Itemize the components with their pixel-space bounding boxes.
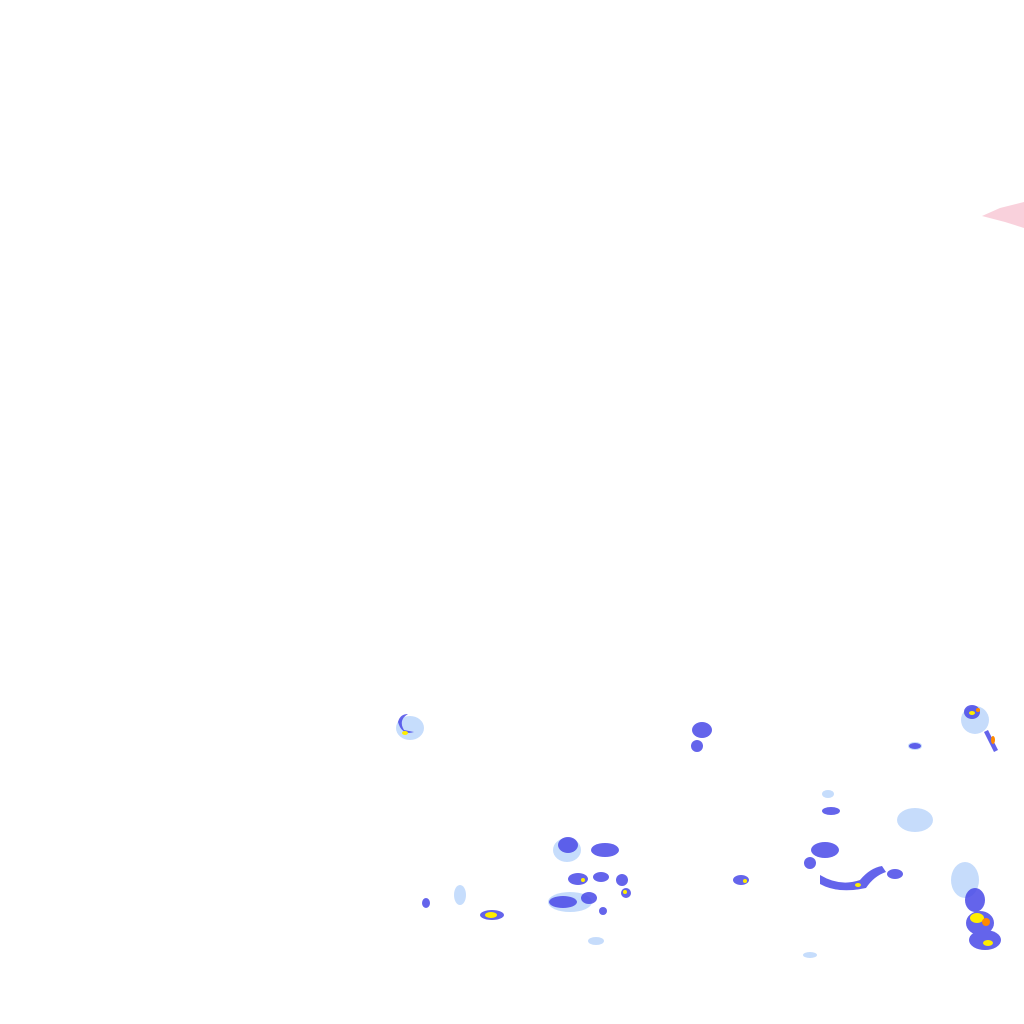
pink-echo-area	[982, 202, 1024, 228]
intense-precip-layer	[976, 708, 995, 926]
heavy-precip-layer	[402, 711, 993, 946]
